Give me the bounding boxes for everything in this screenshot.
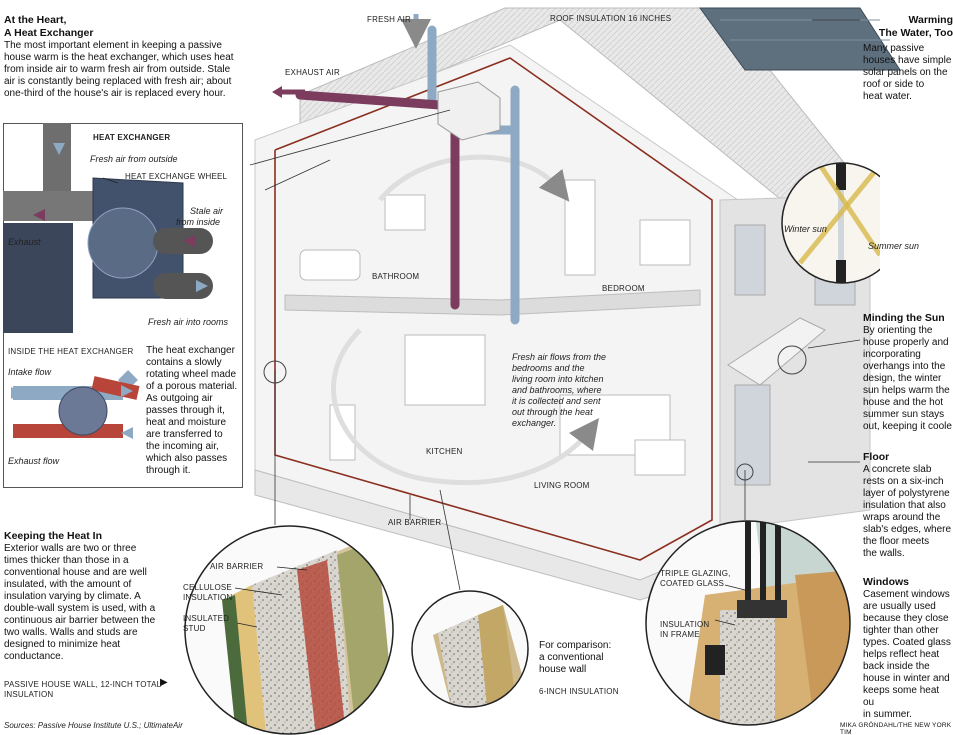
roof-insulation-label: ROOF INSULATION 16 INCHES bbox=[550, 14, 672, 23]
heat-in-section: Keeping the Heat In Exterior walls are t… bbox=[4, 530, 189, 663]
heart-line: air is constantly being replaced with fr… bbox=[4, 76, 232, 87]
warming-title-1: Warming bbox=[908, 14, 953, 26]
fresh-air-outside-label: Fresh air from outside bbox=[90, 154, 178, 164]
exhaust-air-duct bbox=[295, 90, 460, 310]
stale-air-label-2: from inside bbox=[176, 217, 221, 227]
insulation-frame-label-1: INSULATION bbox=[660, 620, 710, 629]
intake-flow-label: Intake flow bbox=[8, 367, 52, 377]
heat-exchanger-unit bbox=[437, 81, 501, 141]
insulated-stud-label-1: INSULATED bbox=[183, 614, 230, 623]
exhaust-label: Exhaust bbox=[8, 237, 41, 247]
summer-sun-label: Summer sun bbox=[868, 241, 920, 251]
floor-title: Floor bbox=[863, 451, 890, 463]
warming-section: Warming The Water, Too bbox=[862, 14, 953, 40]
sources-text: Sources: Passive House Institute U.S.; U… bbox=[4, 721, 183, 730]
bedroom-label: BEDROOM bbox=[602, 284, 645, 293]
credit-text: MIKA GRÖNDAHL/THE NEW YORK TIM bbox=[840, 722, 952, 735]
triple-glazing-label-2: COATED GLASS bbox=[660, 579, 725, 588]
kitchen-label: KITCHEN bbox=[426, 447, 463, 456]
heat-in-title: Keeping the Heat In bbox=[4, 530, 103, 542]
stale-air-label-1: Stale air bbox=[190, 206, 224, 216]
fresh-air-rooms-label: Fresh air into rooms bbox=[148, 317, 229, 327]
heat-exchange-wheel-label: HEAT EXCHANGE WHEEL bbox=[125, 172, 228, 181]
living-room-label: LIVING ROOM bbox=[534, 481, 590, 490]
heart-line: The most important element in keeping a … bbox=[4, 40, 222, 51]
heart-title-2: A Heat Exchanger bbox=[4, 27, 94, 39]
pointer-arrow-icon: ▶ bbox=[160, 677, 168, 688]
passive-wall-label-1: PASSIVE HOUSE WALL, 12-INCH TOTAL bbox=[4, 680, 162, 689]
heart-section: At the Heart, A Heat Exchanger The most … bbox=[4, 14, 254, 100]
insulated-stud-label-2: STUD bbox=[183, 624, 206, 633]
fresh-air-label: FRESH AIR bbox=[367, 15, 412, 24]
heart-title-1: At the Heart, bbox=[4, 14, 67, 26]
cellulose-label-1: CELLULOSE bbox=[183, 583, 232, 592]
warming-title-2: The Water, Too bbox=[878, 27, 953, 39]
heart-line: from inside air to warm fresh air from o… bbox=[4, 64, 231, 75]
heat-exchanger-title: HEAT EXCHANGER bbox=[93, 133, 171, 142]
six-inch-insulation-label: 6-INCH INSULATION bbox=[539, 687, 619, 696]
heart-line: one-third of the house's air is replaced… bbox=[4, 88, 226, 99]
cellulose-label-2: INSULATION bbox=[183, 593, 233, 602]
inside-exchanger-title: INSIDE THE HEAT EXCHANGER bbox=[8, 347, 134, 356]
passive-wall-label-2: INSULATION bbox=[4, 690, 54, 699]
air-barrier-label: AIR BARRIER bbox=[388, 518, 442, 527]
heat-exchanger-drawing bbox=[3, 123, 213, 439]
exhaust-air-label: EXHAUST AIR bbox=[285, 68, 340, 77]
solar-panel bbox=[699, 7, 901, 71]
passive-wall-detail bbox=[184, 525, 394, 735]
sun-angle-detail bbox=[781, 162, 880, 284]
window-detail bbox=[645, 520, 851, 726]
heart-line: house warm is the heat exchanger, which … bbox=[4, 52, 234, 63]
sun-overhang bbox=[727, 317, 826, 386]
conventional-wall-detail bbox=[411, 590, 529, 708]
triple-glazing-label-1: TRIPLE GLAZING, bbox=[660, 569, 731, 578]
sun-title: Minding the Sun bbox=[863, 312, 945, 324]
bathroom-label: BATHROOM bbox=[372, 272, 420, 281]
winter-sun-label: Winter sun bbox=[784, 224, 827, 234]
exhaust-flow-label: Exhaust flow bbox=[8, 456, 60, 466]
air-barrier-wall-label: AIR BARRIER bbox=[210, 562, 264, 571]
windows-title: Windows bbox=[863, 576, 909, 588]
insulation-frame-label-2: IN FRAME bbox=[660, 630, 700, 639]
